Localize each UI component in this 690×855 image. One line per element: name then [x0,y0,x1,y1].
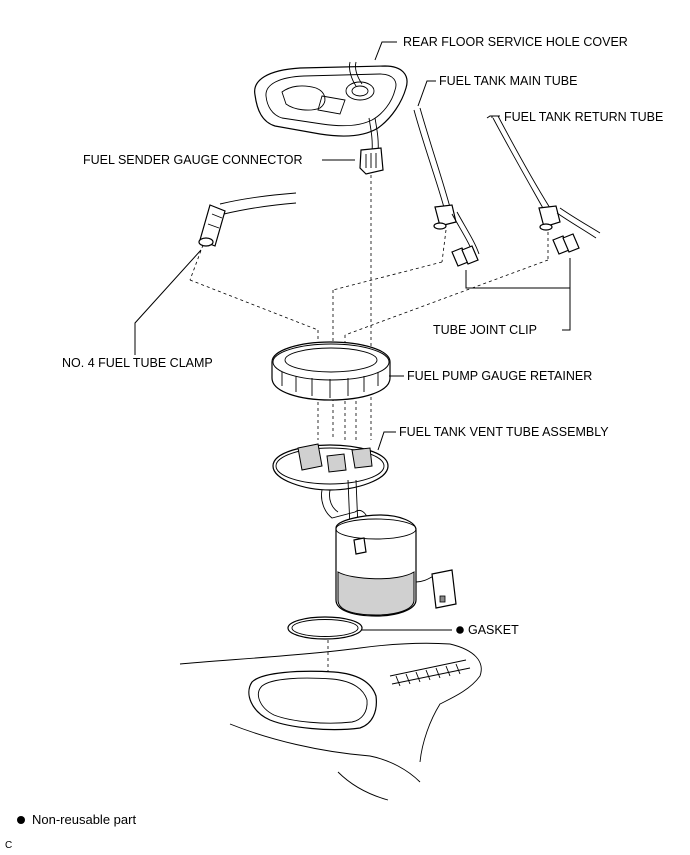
main-tube-part [413,107,480,257]
label-main-tube: FUEL TANK MAIN TUBE [439,74,577,88]
label-sender-connector: FUEL SENDER GAUGE CONNECTOR [83,153,302,167]
legend-bullet-icon [17,815,25,824]
tube-clamp-part [198,192,297,247]
gasket-part [287,616,363,640]
figure-code: C [5,840,13,851]
tube-joint-clips-part [451,233,580,267]
non-reusable-bullet [456,626,464,634]
label-rear-floor-cover: REAR FLOOR SERVICE HOLE COVER [403,35,628,49]
fuel-tank-part [179,642,482,801]
pump-assembly-part [272,443,457,617]
label-vent-tube: FUEL TANK VENT TUBE ASSEMBLY [399,425,609,439]
legend: Non-reusable part [17,812,136,827]
retainer-part [271,341,391,401]
label-return-tube: FUEL TANK RETURN TUBE [504,110,663,124]
label-tube-clamp: NO. 4 FUEL TUBE CLAMP [62,356,213,370]
label-gasket: GASKET [468,623,519,637]
leader-lines [134,41,571,631]
label-tube-joint-clip: TUBE JOINT CLIP [433,323,537,337]
legend-text: Non-reusable part [32,812,137,827]
label-retainer: FUEL PUMP GAUGE RETAINER [407,369,592,383]
rear-floor-cover-part [254,61,408,153]
sender-connector-part [359,147,384,175]
return-tube-part [492,115,601,239]
